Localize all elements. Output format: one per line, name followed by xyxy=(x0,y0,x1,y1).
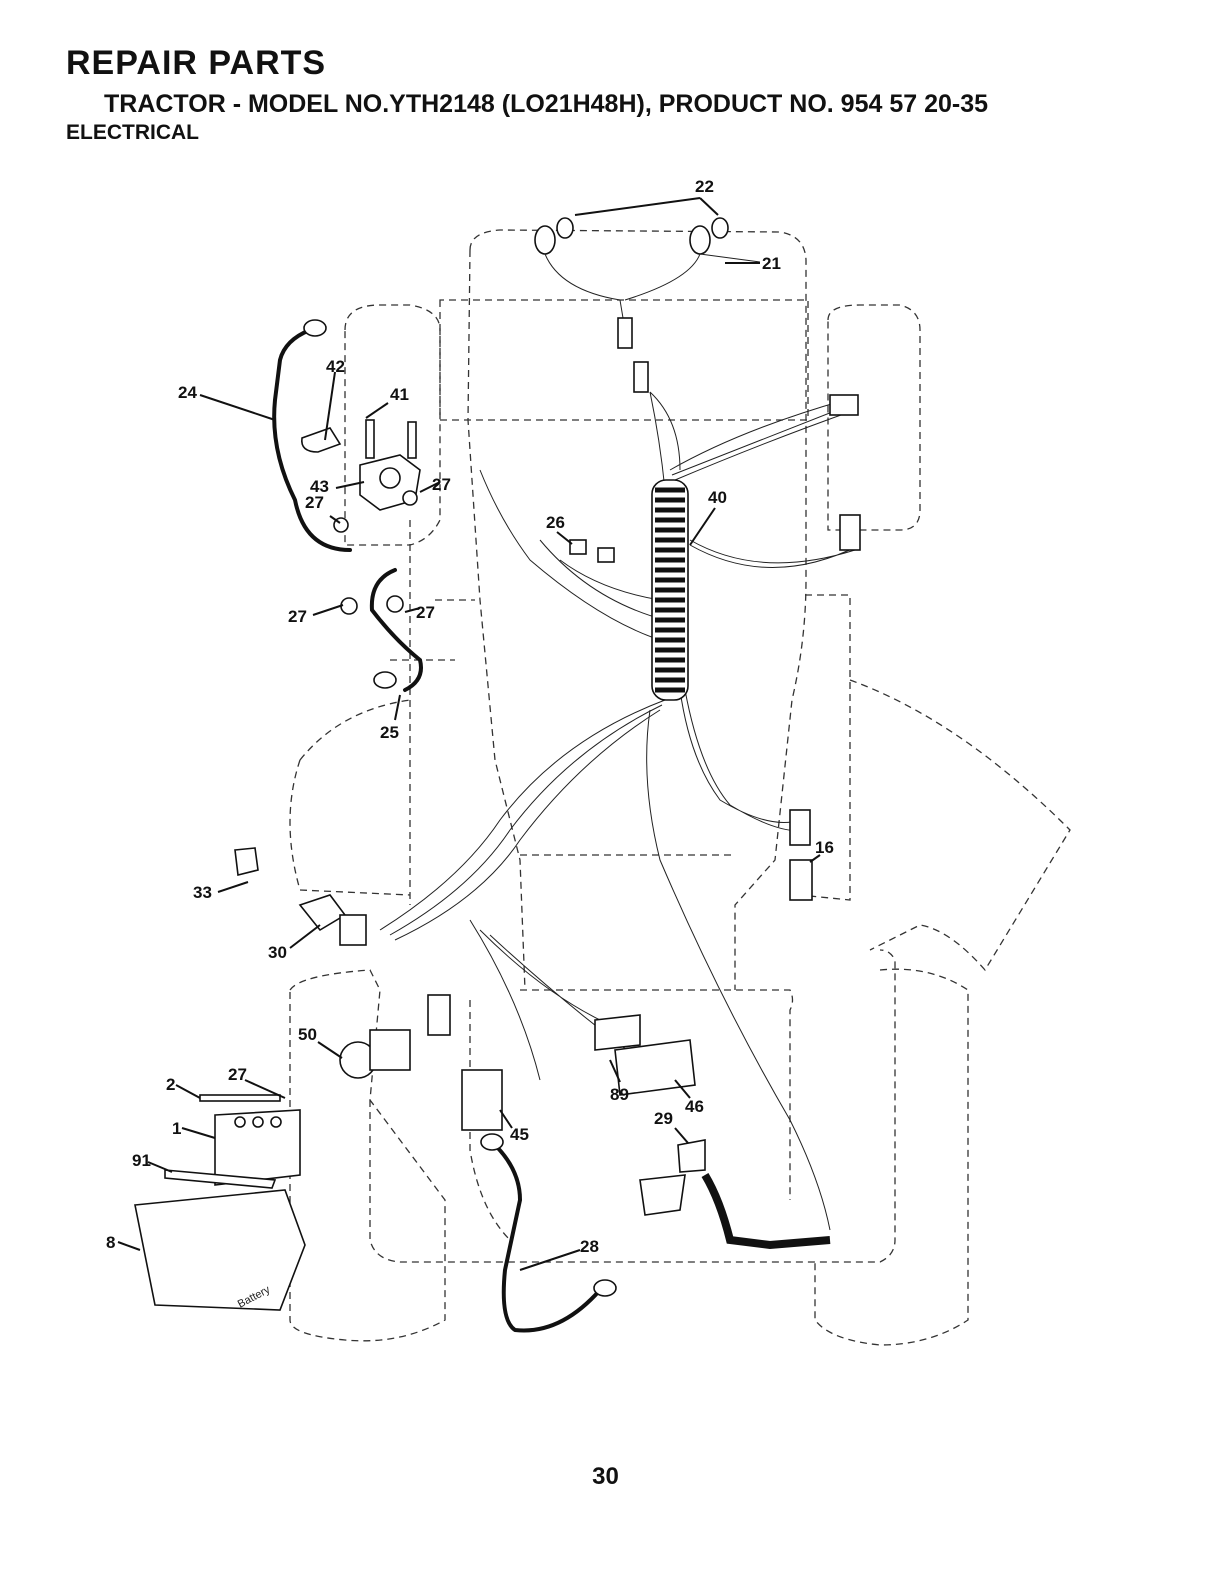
callout-27-b: 27 xyxy=(432,475,451,494)
callout-33: 33 xyxy=(193,883,212,902)
callout-91: 91 xyxy=(132,1151,151,1170)
callout-41: 41 xyxy=(390,385,409,404)
callout-21: 21 xyxy=(762,254,781,273)
callout-2: 2 xyxy=(166,1075,175,1094)
callout-42: 42 xyxy=(326,357,345,376)
callout-24: 24 xyxy=(178,383,197,402)
callout-16: 16 xyxy=(815,838,834,857)
solenoid xyxy=(302,420,420,614)
callout-1: 1 xyxy=(172,1119,181,1138)
callout-50: 50 xyxy=(298,1025,317,1044)
callout-25: 25 xyxy=(380,723,399,742)
callout-40: 40 xyxy=(708,488,727,507)
battery-cables xyxy=(274,320,616,1331)
callout-8: 8 xyxy=(106,1233,115,1252)
callout-29: 29 xyxy=(654,1109,673,1128)
callout-46: 46 xyxy=(685,1097,704,1116)
callout-22: 22 xyxy=(695,177,714,196)
page-number: 30 xyxy=(0,1463,1211,1491)
callout-27-e: 27 xyxy=(228,1065,247,1084)
callout-27-d: 27 xyxy=(416,603,435,622)
callout-27-a: 27 xyxy=(305,493,324,512)
headlight-assembly xyxy=(535,218,760,392)
wire-harness xyxy=(380,392,860,1230)
components xyxy=(135,395,860,1310)
callout-30: 30 xyxy=(268,943,287,962)
callout-89: 89 xyxy=(610,1085,629,1104)
callout-45: 45 xyxy=(510,1125,529,1144)
callout-26: 26 xyxy=(546,513,565,532)
callout-27-c: 27 xyxy=(288,607,307,626)
callout-28: 28 xyxy=(580,1237,599,1256)
